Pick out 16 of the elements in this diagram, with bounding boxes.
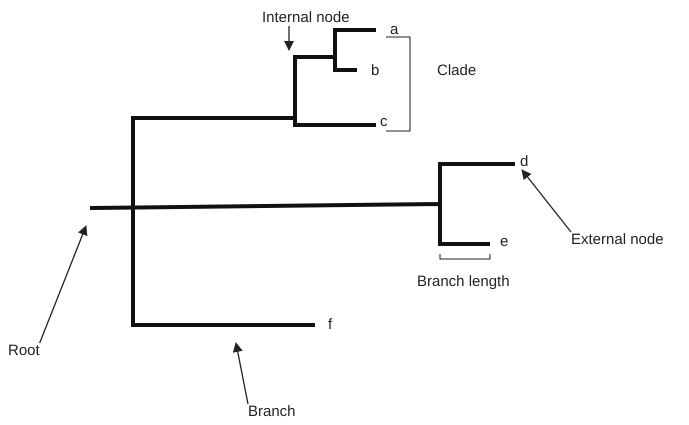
annotation-label: Root <box>8 343 40 359</box>
leader-arrow <box>232 342 249 404</box>
leader-arrow <box>521 169 572 232</box>
clade-label: Clade <box>437 63 476 79</box>
tip-label: c <box>380 114 388 130</box>
tip-label: b <box>371 63 380 79</box>
tip-label: e <box>500 234 508 250</box>
tip-label: f <box>328 317 332 333</box>
branch-length-label: Branch length <box>417 274 510 290</box>
tip-label: d <box>520 154 528 170</box>
leader-arrow <box>39 225 88 344</box>
annotation-label: Branch <box>248 404 296 420</box>
annotation-label: External node <box>571 232 664 248</box>
leader-arrow <box>284 26 294 51</box>
tip-label: a <box>390 22 398 38</box>
annotation-label: Internal node <box>262 10 350 26</box>
